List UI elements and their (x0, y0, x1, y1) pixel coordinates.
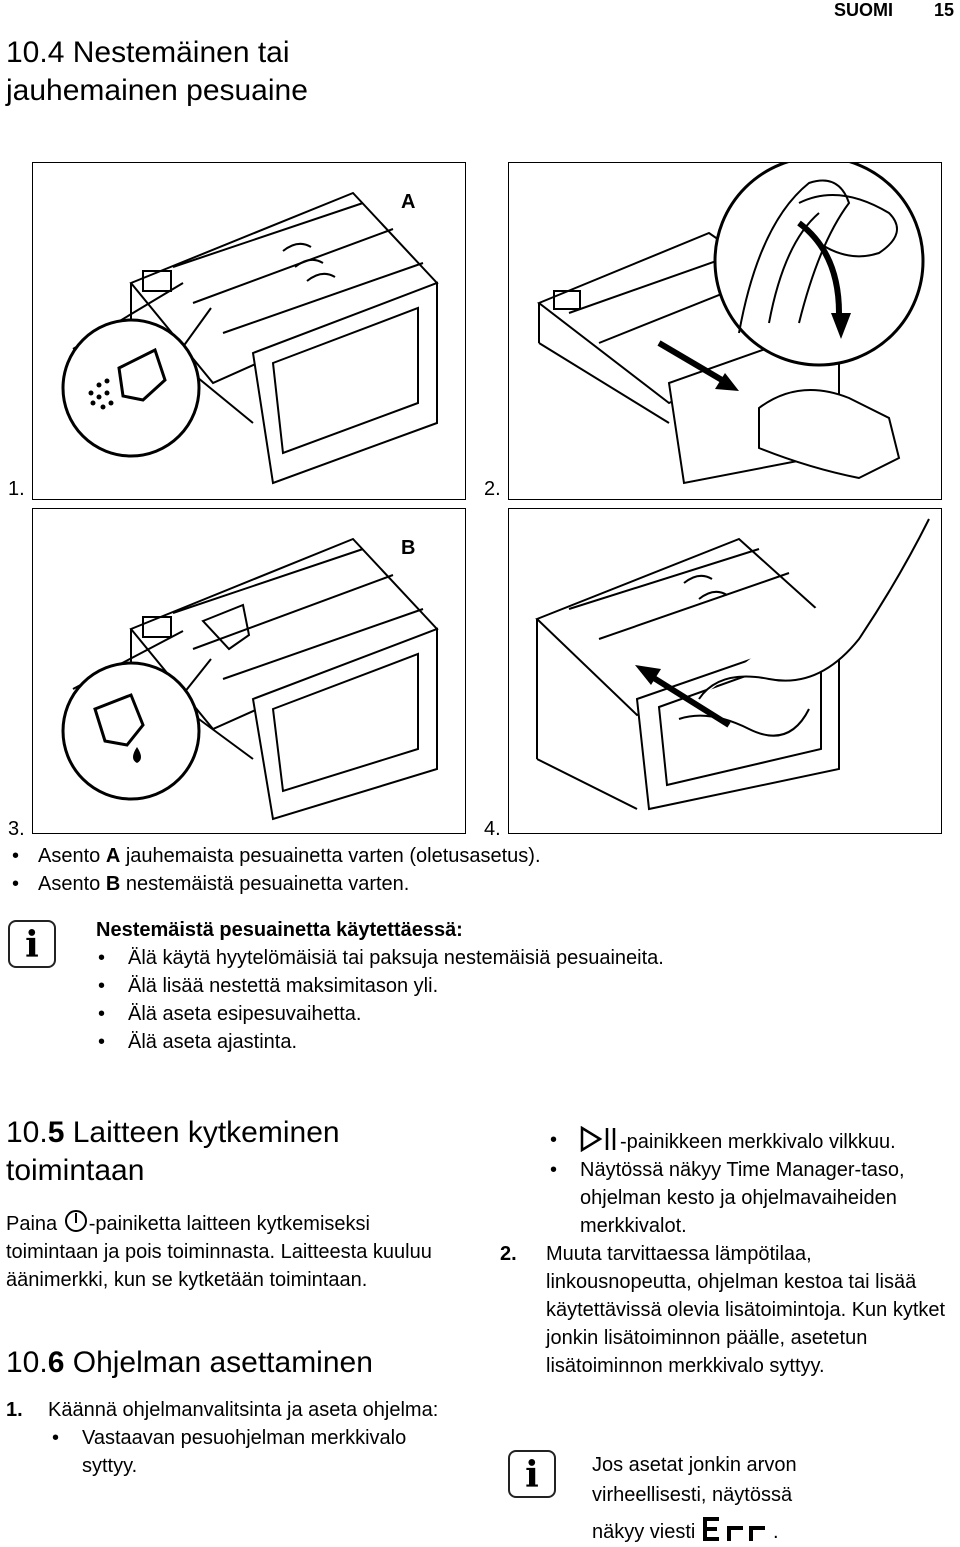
section-title-text: Nestemäinen tai jauhemainen pesuaine (6, 36, 308, 107)
position-list: Asento A jauhemaista pesuainetta varten … (6, 842, 906, 898)
position-label-a: A (401, 191, 416, 213)
section-10-5-title: 10.5 Laitteen kytkeminen toimintaan (6, 1116, 340, 1187)
figure-3-drawer-position-b: B (32, 508, 466, 834)
step-number: 1. (6, 1399, 23, 1421)
drawer-illustration (61, 537, 439, 821)
arrow-icon (657, 340, 739, 391)
list-item: Vastaavan pesuohjelman merkkivalo syttyy… (48, 1424, 466, 1480)
note-liquid-detergent: Nestemäistä pesuainetta käytettäessä: Äl… (96, 916, 896, 1056)
list-item: Näytössä näkyy Time Manager-taso, ohjelm… (546, 1156, 952, 1240)
arrow-icon (635, 665, 731, 728)
list-item: Älä aseta ajastinta. (96, 1028, 896, 1056)
list-item: Älä käytä hyytelömäisiä tai paksuja nest… (96, 944, 896, 972)
figure-2-step: 2. (484, 478, 501, 500)
note-error-message: Jos asetat jonkin arvon virheellisesti, … (592, 1454, 797, 1543)
list-item: Asento B nestemäistä pesuainetta varten. (6, 870, 906, 898)
list-item: -painikkeen merkkivalo vilkkuu. (546, 1126, 952, 1156)
section-10-6-title: 10.6 Ohjelman asettaminen (6, 1346, 373, 1379)
info-icon (8, 920, 56, 968)
start-pause-icon (580, 1126, 616, 1152)
drawer-illustration (537, 163, 925, 485)
drawer-illustration (535, 518, 930, 811)
figure-1-step: 1. (8, 478, 25, 500)
step-1: 1. Käännä ohjelmanvalitsinta ja aseta oh… (6, 1396, 466, 1480)
list-item: Asento A jauhemaista pesuainetta varten … (6, 842, 906, 870)
hand-icon (738, 179, 898, 334)
position-label-b: B (401, 537, 416, 559)
arrow-icon (797, 220, 851, 339)
header-language: SUOMI (834, 0, 894, 20)
figure-1-drawer-position-a: A (32, 162, 466, 500)
section-10-4-title: 10.4 Nestemäinen tai jauhemainen pesuain… (6, 34, 426, 110)
step-text: Käännä ohjelmanvalitsinta ja aseta ohjel… (48, 1399, 439, 1421)
figure-3-step: 3. (8, 818, 25, 840)
powder-detergent-icon (117, 347, 167, 402)
section-10-5-paragraph: Paina -painiketta laitteen kytkemiseksi … (6, 1210, 466, 1294)
page-number: 15 (934, 0, 955, 20)
figure-4-step: 4. (484, 818, 501, 840)
step-number: 2. (500, 1243, 517, 1265)
info-icon (508, 1450, 556, 1498)
err-display-icon (702, 1517, 765, 1541)
list-item: Älä lisää nestettä maksimitason yli. (96, 972, 896, 1000)
section-number: 10.4 (6, 36, 65, 69)
hand-icon (678, 518, 930, 737)
drawer-illustration (61, 191, 439, 485)
note-heading: Nestemäistä pesuainetta käytettäessä: (96, 919, 463, 941)
figure-2-pull-tab (508, 162, 942, 500)
liquid-detergent-icon (93, 693, 145, 747)
power-icon (64, 1210, 87, 1232)
step-text: Muuta tarvittaessa lämpötilaa, linkousno… (546, 1243, 946, 1377)
figure-4-push-drawer (508, 508, 942, 834)
right-column: -painikkeen merkkivalo vilkkuu. Näytössä… (500, 1126, 952, 1380)
list-item: Älä aseta esipesuvaihetta. (96, 1000, 896, 1028)
